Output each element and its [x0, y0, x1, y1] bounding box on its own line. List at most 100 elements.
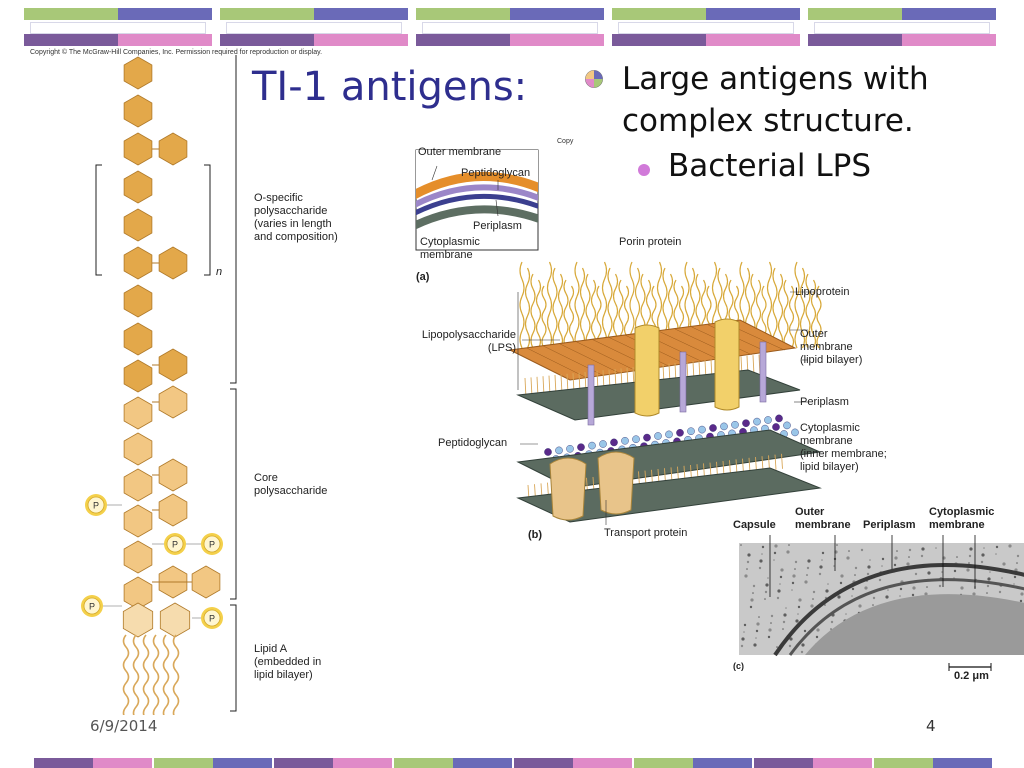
panel-a-periplasm-label: Periplasm [473, 220, 522, 232]
sugar-hexagon [123, 56, 153, 90]
scale-bar-label: 0.2 μm [954, 670, 989, 682]
panel-a-letter: (a) [416, 271, 430, 283]
lps-strand [585, 273, 591, 349]
band-segment [333, 758, 392, 768]
fatty-acid-tail [142, 634, 150, 715]
band-segment [634, 758, 693, 768]
sugar-hexagon [123, 94, 153, 128]
band-segment [514, 758, 573, 768]
core-polysaccharide-label: Core polysaccharide [254, 472, 328, 497]
lipid-a-head [122, 602, 154, 638]
sugar-hexagon [123, 208, 153, 242]
peptidoglycan-bead [588, 441, 596, 450]
lps-strand [799, 267, 806, 349]
panel-c-micrograph [739, 535, 1024, 671]
lps-strand [777, 273, 784, 349]
copyright-notice-truncated: Copy [557, 138, 574, 145]
sugar-hexagon-branch [158, 493, 188, 527]
repeat-n-label: n [216, 266, 223, 278]
lps-strand [524, 267, 531, 349]
phosphate-icon: P [201, 533, 223, 555]
slide-title: TI-1 antigens: [252, 64, 528, 110]
sugar-hexagon [123, 359, 153, 393]
band-segment [274, 758, 333, 768]
lps-strand [612, 273, 619, 349]
peptidoglycan-bead [775, 414, 783, 423]
sugar-hexagon [123, 468, 153, 502]
lps-strand [579, 267, 586, 349]
panel-c-outer-membrane-label: Outer membrane [795, 506, 851, 531]
fatty-acid-tail [162, 634, 170, 715]
lipid-a-label: Lipid A (embedded in lipid bilayer) [254, 643, 322, 681]
top-banner [0, 0, 1024, 48]
quad-bullet-icon [585, 70, 603, 88]
cytoplasmic-membrane-label: Cytoplasmic membrane (inner membrane; li… [800, 422, 887, 473]
panel-b-gram-negative-envelope [508, 261, 822, 525]
sugar-hexagon-branch [158, 348, 188, 382]
cytoplasm-region [805, 594, 1024, 655]
sugar-hexagon [123, 432, 153, 466]
lps-strand [541, 285, 547, 349]
sugar-hexagon-branch [191, 565, 221, 599]
peptidoglycan-bead [783, 421, 791, 430]
periplasm-label: Periplasm [800, 396, 849, 408]
fatty-acid-tail [152, 634, 160, 715]
porin-protein-label: Porin protein [619, 236, 682, 248]
peptidoglycan-bead [676, 428, 684, 437]
fatty-acid-tail [132, 634, 140, 715]
bottom-band [34, 758, 1024, 768]
peptidoglycan-bead [698, 425, 706, 434]
transport-protein-label: Transport protein [604, 527, 688, 539]
copyright-notice: Copyright © The McGraw-Hill Companies, I… [30, 49, 323, 56]
peptidoglycan-bead [709, 424, 717, 432]
panel-b-letter: (b) [528, 529, 543, 541]
panel-c-periplasm-label: Periplasm [863, 519, 916, 531]
band-segment [693, 758, 752, 768]
o-specific-polysaccharide-label: O-specific polysaccharide (varies in len… [254, 192, 338, 243]
lipid-a-head [159, 602, 191, 638]
lps-strand [557, 273, 564, 349]
bracket [230, 388, 237, 600]
sugar-hexagon [123, 322, 153, 356]
fatty-acid-tail [122, 634, 130, 715]
banner-block [220, 8, 408, 46]
lps-strand [530, 273, 536, 349]
sugar-hexagon-branch [158, 246, 188, 280]
peptidoglycan-bead [577, 443, 585, 451]
porin-protein [634, 324, 660, 417]
lps-strand [574, 261, 580, 349]
peptidoglycan-bead [791, 428, 799, 437]
peptidoglycan-bead [599, 440, 607, 448]
svg-text:P: P [89, 602, 95, 612]
peptidoglycan-bead [665, 430, 673, 439]
sugar-hexagon [123, 396, 153, 430]
bracket [95, 164, 102, 276]
lps-strand [766, 261, 773, 349]
banner-block [612, 8, 800, 46]
peptidoglycan-bead [742, 419, 750, 427]
phosphate-icon: P [201, 607, 223, 629]
panel-c-cytoplasmic-membrane-label: Cytoplasmic membrane [929, 506, 995, 531]
band-segment [154, 758, 213, 768]
cytoplasmic-membrane-curve [788, 578, 1024, 656]
lps-strand [607, 267, 613, 349]
band-segment [93, 758, 152, 768]
panel-c-letter: (c) [733, 661, 744, 671]
peptidoglycan-bead [621, 436, 629, 445]
lps-strand [601, 261, 608, 349]
lipoprotein-label: Lipoprotein [795, 286, 850, 298]
lps-strand [552, 267, 558, 349]
sub-bullet-dot-icon [638, 164, 650, 176]
peptidoglycan-bead [753, 417, 761, 426]
peptidoglycan-bead [720, 422, 728, 431]
sugar-hexagon [123, 132, 153, 166]
sugar-hexagon-branch [158, 385, 188, 419]
bracket [204, 164, 211, 276]
transport-protein [597, 451, 635, 515]
porin-protein [714, 318, 740, 411]
panel-a-peptidoglycan-label: Peptidoglycan [461, 167, 531, 179]
svg-text:P: P [209, 614, 215, 624]
sugar-hexagon [123, 170, 153, 204]
banner-block [24, 8, 212, 46]
svg-text:P: P [209, 540, 215, 550]
